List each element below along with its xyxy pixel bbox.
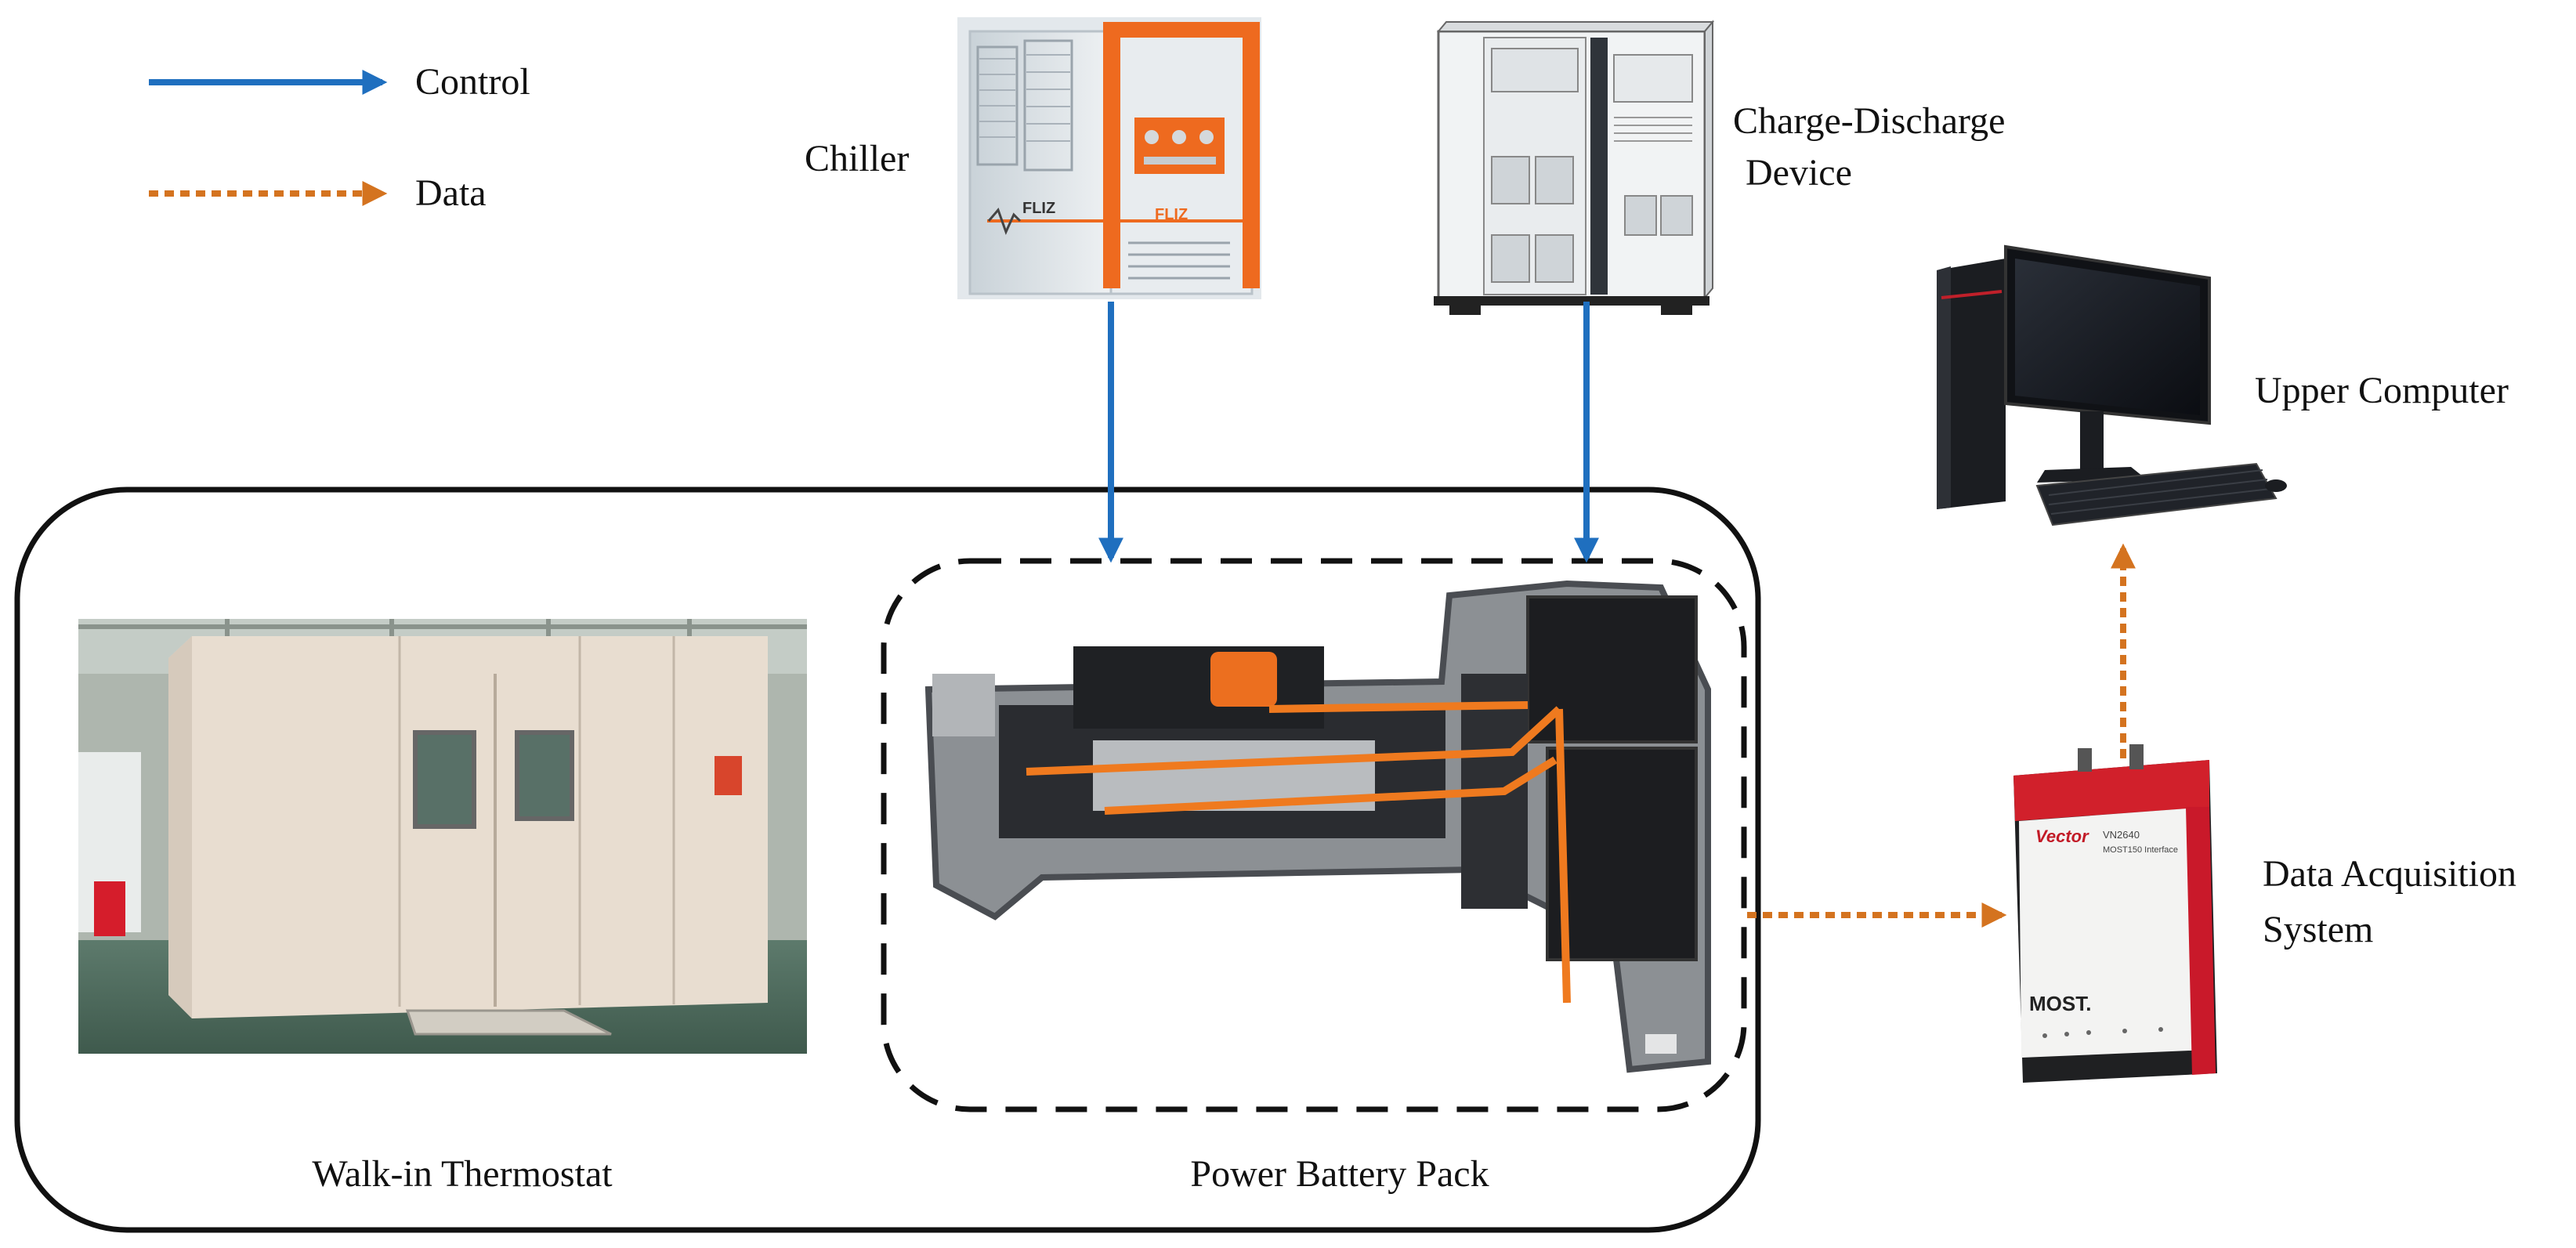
connections: [1098, 302, 2136, 928]
data-acquisition-image: Vector VN2640 MOST150 Interface MOST.: [2013, 744, 2217, 1083]
charge-discharge-label-line2: Device: [1746, 152, 1852, 194]
data-acquisition-label-line2: System: [2263, 909, 2374, 950]
daq-model-text: VN2640: [2103, 829, 2140, 841]
charge-discharge-image: [1434, 20, 1715, 315]
chiller-label: Chiller: [805, 138, 910, 179]
battery-pack-image: [924, 580, 1711, 1073]
battery-pack-label: Power Battery Pack: [1190, 1153, 1489, 1195]
upper-computer-label: Upper Computer: [2255, 370, 2509, 411]
data-acquisition-label-line1: Data Acquisition: [2263, 853, 2516, 895]
daq-subtitle-text: MOST150 Interface: [2103, 845, 2178, 855]
test-environment-frame: [14, 487, 1761, 1233]
chiller-image: FLIZ FLIZ: [957, 17, 1261, 299]
daq-brand-text: Vector: [2035, 827, 2089, 846]
legend: [149, 70, 388, 206]
battery-pack-frame: [881, 558, 1747, 1112]
daq-logo-text: MOST.: [2029, 992, 2091, 1015]
legend-data-label: Data: [415, 172, 487, 214]
walk-in-thermostat-image: [78, 619, 807, 1054]
legend-control-label: Control: [415, 61, 530, 103]
walk-in-thermostat-label: Walk-in Thermostat: [312, 1153, 613, 1195]
chiller-brand-front: FLIZ: [1022, 200, 1055, 217]
charge-discharge-label-line1: Charge-Discharge: [1733, 100, 2006, 142]
upper-computer-image: [1937, 244, 2287, 526]
chiller-brand-panel: FLIZ: [1155, 206, 1188, 223]
